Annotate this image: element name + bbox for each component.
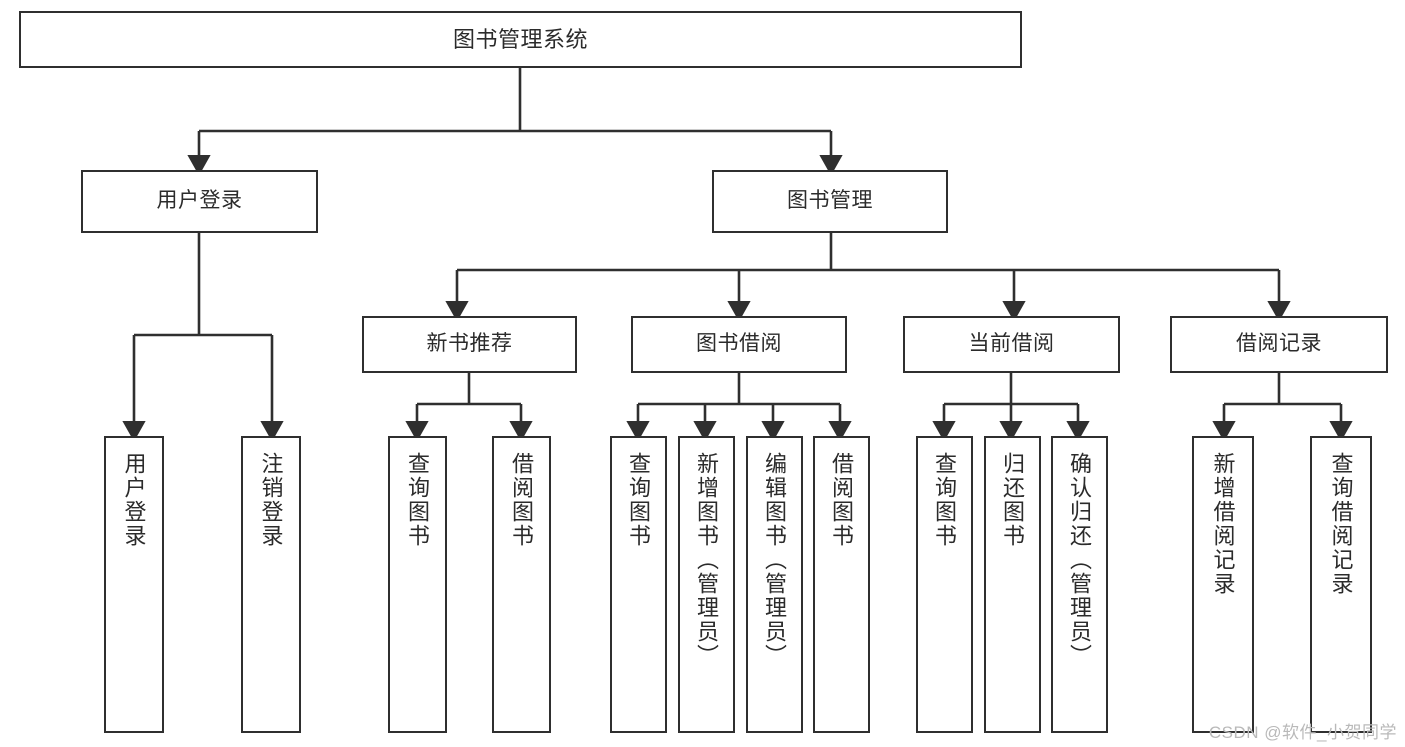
node-leaf-logout-login-label: 注销登录 bbox=[258, 452, 284, 548]
node-new-book-recommend[interactable]: 新书推荐 bbox=[362, 316, 577, 373]
node-user-login[interactable]: 用户登录 bbox=[81, 170, 318, 233]
node-book-borrow[interactable]: 图书借阅 bbox=[631, 316, 847, 373]
node-leaf-query-record-label: 查询借阅记录 bbox=[1328, 452, 1354, 596]
node-leaf-borrow-book-2[interactable]: 借阅图书 bbox=[813, 436, 870, 733]
node-leaf-logout-login[interactable]: 注销登录 bbox=[241, 436, 301, 733]
node-leaf-add-book[interactable]: 新增图书（管理员） bbox=[678, 436, 735, 733]
node-current-borrow[interactable]: 当前借阅 bbox=[903, 316, 1120, 373]
node-leaf-borrow-book-1-label: 借阅图书 bbox=[509, 452, 535, 548]
node-borrow-record-label: 借阅记录 bbox=[1236, 332, 1322, 356]
node-leaf-query-book-1-label: 查询图书 bbox=[405, 452, 431, 548]
node-leaf-return-book[interactable]: 归还图书 bbox=[984, 436, 1041, 733]
node-leaf-borrow-book-2-label: 借阅图书 bbox=[829, 452, 855, 548]
node-user-login-label: 用户登录 bbox=[156, 189, 243, 213]
node-leaf-edit-book[interactable]: 编辑图书（管理员） bbox=[746, 436, 803, 733]
node-borrow-record[interactable]: 借阅记录 bbox=[1170, 316, 1388, 373]
node-leaf-borrow-book-1[interactable]: 借阅图书 bbox=[492, 436, 551, 733]
node-leaf-query-book-3-label: 查询图书 bbox=[932, 452, 958, 548]
node-book-borrow-label: 图书借阅 bbox=[696, 332, 782, 356]
node-leaf-return-book-label: 归还图书 bbox=[1000, 452, 1026, 548]
node-leaf-user-login[interactable]: 用户登录 bbox=[104, 436, 164, 733]
csdn-watermark: CSDN @软件_小贺同学 bbox=[1208, 723, 1397, 742]
node-leaf-query-record[interactable]: 查询借阅记录 bbox=[1310, 436, 1372, 733]
node-leaf-query-book-2[interactable]: 查询图书 bbox=[610, 436, 667, 733]
node-leaf-add-record[interactable]: 新增借阅记录 bbox=[1192, 436, 1254, 733]
node-leaf-user-login-label: 用户登录 bbox=[121, 452, 147, 548]
node-leaf-query-book-1[interactable]: 查询图书 bbox=[388, 436, 447, 733]
node-current-borrow-label: 当前借阅 bbox=[968, 332, 1055, 356]
node-leaf-add-book-label: 新增图书（管理员） bbox=[694, 452, 720, 668]
node-leaf-add-record-label: 新增借阅记录 bbox=[1210, 452, 1236, 596]
node-leaf-query-book-2-label: 查询图书 bbox=[626, 452, 652, 548]
node-book-manage[interactable]: 图书管理 bbox=[712, 170, 948, 233]
node-root-label: 图书管理系统 bbox=[452, 26, 588, 52]
node-leaf-confirm-return[interactable]: 确认归还（管理员） bbox=[1051, 436, 1108, 733]
node-root[interactable]: 图书管理系统 bbox=[19, 11, 1022, 68]
node-leaf-query-book-3[interactable]: 查询图书 bbox=[916, 436, 973, 733]
node-new-book-recommend-label: 新书推荐 bbox=[426, 332, 513, 356]
node-leaf-edit-book-label: 编辑图书（管理员） bbox=[762, 452, 788, 668]
node-book-manage-label: 图书管理 bbox=[787, 189, 873, 213]
node-leaf-confirm-return-label: 确认归还（管理员） bbox=[1067, 452, 1093, 668]
